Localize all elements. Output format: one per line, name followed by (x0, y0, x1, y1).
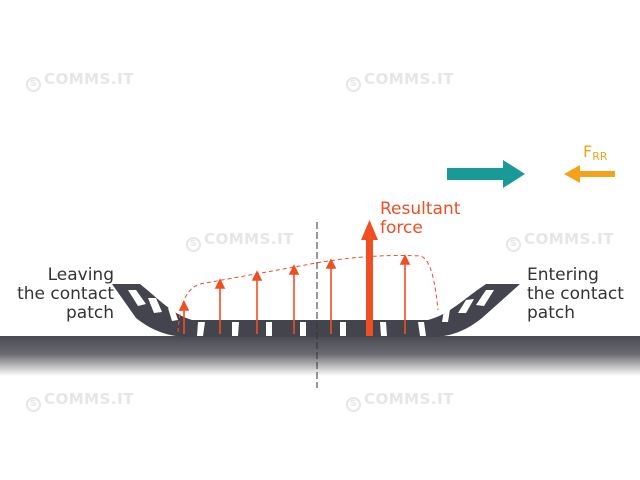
watermark-logo-icon: S (346, 77, 361, 92)
watermark-logo-icon: S (346, 397, 361, 412)
road-surface (0, 336, 640, 376)
watermark-logo-icon: S (186, 237, 201, 252)
resultant-force-label: Resultant force (380, 199, 461, 238)
pressure-arrows (178, 254, 411, 334)
rolling-resistance-arrow (564, 165, 615, 183)
watermark-logo-icon: S (26, 397, 41, 412)
resultant-force-arrow (361, 220, 378, 336)
rolling-resistance-label: FRR (583, 142, 608, 163)
motion-direction-arrow (447, 160, 525, 188)
leaving-contact-patch-label: Leaving the contact patch (17, 265, 114, 323)
tire-tread (112, 284, 520, 337)
watermark-logo-icon: S (506, 237, 521, 252)
tread-grooves (128, 290, 494, 336)
pressure-distribution-curve (177, 254, 439, 333)
watermark-logo-icon: S (26, 77, 41, 92)
entering-contact-patch-label: Entering the contact patch (527, 265, 624, 323)
